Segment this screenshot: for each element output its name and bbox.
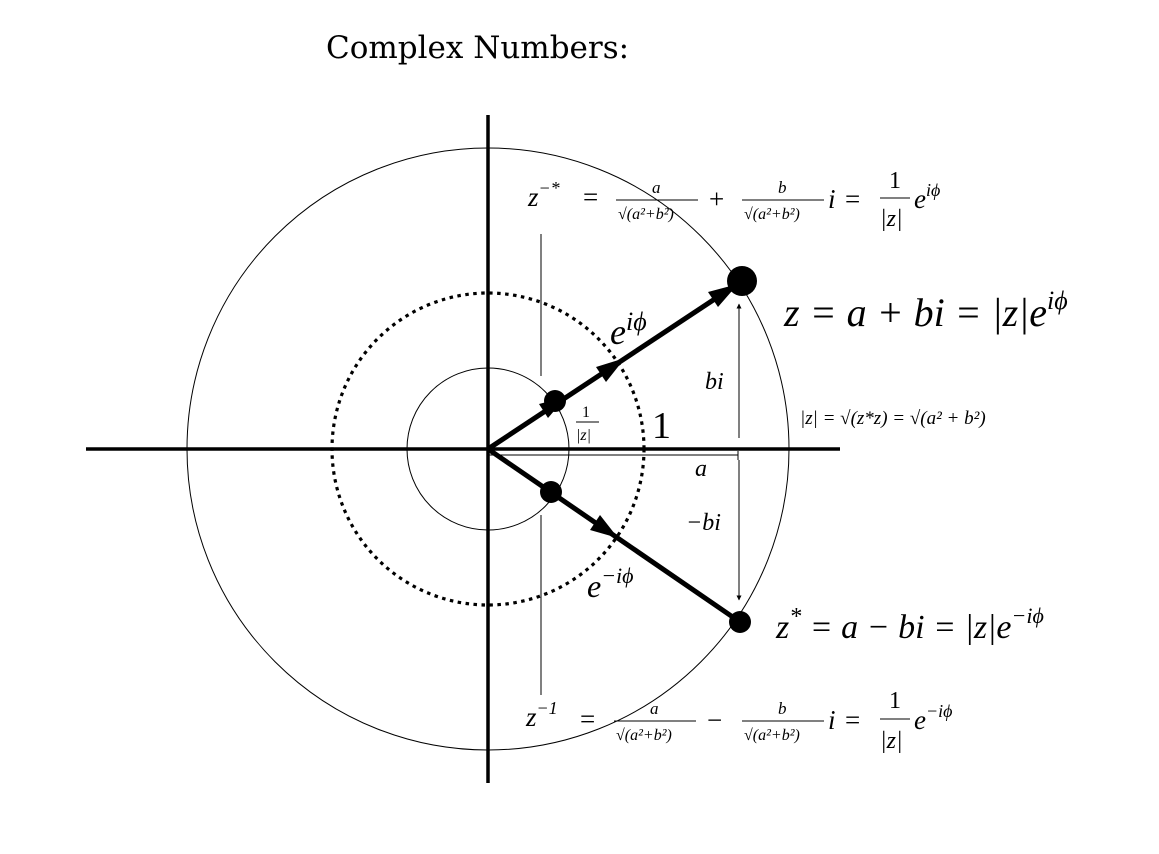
formula-top-z-sup: −* xyxy=(539,178,560,198)
formula-bottom-exp-sup: −iϕ xyxy=(926,701,952,721)
label-e-neg-i-phi-sup: −iϕ xyxy=(601,563,633,588)
formula-bottom-lhs: z−1 xyxy=(525,698,558,732)
formula-top-f3-den: |z| xyxy=(880,206,903,232)
formula-bottom-eq: = xyxy=(580,704,595,734)
diagram-title: Complex Numbers: xyxy=(326,30,629,66)
formula-top-f3-num: 1 xyxy=(889,168,901,194)
label-e-i-phi-base: e xyxy=(610,312,626,352)
formula-top: z−* = a √(a²+b²) + b √(a²+b²) i = 1 |z| … xyxy=(527,168,940,232)
formula-bottom-op: − xyxy=(707,705,722,735)
point-z-inverse xyxy=(540,481,562,503)
label-z: z = a + bi = |z|eiϕ xyxy=(783,286,1068,335)
formula-bottom-z-sup: −1 xyxy=(537,698,558,718)
formula-top-f1-den: √(a²+b²) xyxy=(618,206,674,223)
point-z-inverse-conj xyxy=(544,390,566,412)
formula-top-i: i xyxy=(828,184,836,214)
label-z-conj-lhs: z xyxy=(775,609,789,646)
point-z-conj xyxy=(729,611,751,633)
arrowhead-z-mid xyxy=(596,358,625,382)
label-z-conj-star: * xyxy=(789,604,801,630)
label-e-i-phi: eiϕ xyxy=(610,307,647,352)
formula-top-op: + xyxy=(709,184,724,214)
label-neg-bi: −bi xyxy=(686,510,721,536)
formula-top-f2-den: √(a²+b²) xyxy=(744,206,800,223)
formula-top-z: z xyxy=(527,182,539,212)
label-bi: bi xyxy=(705,369,724,395)
formula-top-f2-num: b xyxy=(778,178,787,197)
formula-top-lhs: z−* xyxy=(527,178,560,212)
label-e-neg-i-phi: e−iϕ xyxy=(587,563,634,604)
formula-bottom-z: z xyxy=(525,702,537,732)
formula-bottom-f3-den: |z| xyxy=(880,728,903,754)
formula-top-f1-num: a xyxy=(652,178,661,197)
formula-top-eq: = xyxy=(583,182,598,212)
label-z-sup: iϕ xyxy=(1047,286,1068,315)
formula-bottom-f3-num: 1 xyxy=(889,688,901,714)
label-z-conj: z* = a − bi = |z|e−iϕ xyxy=(775,603,1044,646)
formula-top-eq2: = xyxy=(845,184,860,214)
formula-bottom-i: i xyxy=(828,705,836,735)
label-e-neg-i-phi-base: e xyxy=(587,568,601,604)
formula-bottom-exp-base: e xyxy=(914,705,926,735)
formula-bottom-f1-den: √(a²+b²) xyxy=(616,727,672,744)
label-z-lhs: z xyxy=(783,290,800,335)
label-z-conj-sup: −iϕ xyxy=(1012,603,1044,628)
formula-top-exp-sup: iϕ xyxy=(926,180,940,200)
formula-top-exp-base: e xyxy=(914,184,926,214)
formula-bottom-f1-num: a xyxy=(650,699,659,718)
label-modulus: |z| = √(z*z) = √(a² + b²) xyxy=(800,408,986,429)
label-a: a xyxy=(695,456,707,482)
arrowhead-zconj-mid xyxy=(590,515,618,538)
formula-bottom-exp: e−iϕ xyxy=(914,701,952,735)
label-z-rhs: = a + bi = |z|e xyxy=(800,290,1047,335)
label-z-conj-rhs: = a − bi = |z|e xyxy=(801,609,1011,646)
formula-bottom-f2-den: √(a²+b²) xyxy=(744,727,800,744)
label-unit-radius: 1 xyxy=(652,405,671,447)
formula-bottom: z−1 = a √(a²+b²) − b √(a²+b²) i = 1 |z| … xyxy=(525,688,952,754)
label-inv-frac-num: 1 xyxy=(582,404,590,421)
formula-bottom-f2-num: b xyxy=(778,699,787,718)
formula-top-exp: eiϕ xyxy=(914,180,940,214)
label-e-i-phi-sup: iϕ xyxy=(626,307,647,336)
label-inv-frac-den: |z| xyxy=(576,427,591,444)
point-z xyxy=(727,266,757,296)
formula-bottom-eq2: = xyxy=(845,705,860,735)
